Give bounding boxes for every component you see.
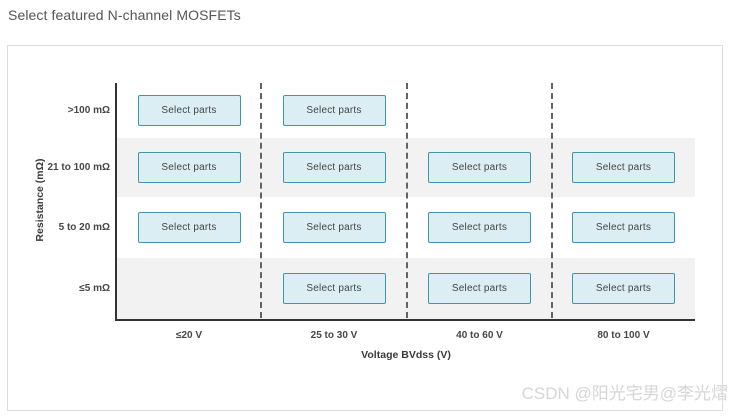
x-axis-title: Voltage BVdss (V)	[361, 349, 451, 361]
x-axis-line	[115, 319, 695, 321]
x-tick-label: 80 to 100 V	[597, 330, 650, 341]
select-parts-button[interactable]: Select parts	[282, 152, 386, 183]
page-title: Select featured N-channel MOSFETs	[8, 7, 241, 23]
y-tick-label: 5 to 20 mΩ	[58, 221, 110, 233]
watermark: CSDN @阳光宅男@李光熠	[521, 384, 728, 403]
select-parts-button[interactable]: Select parts	[428, 152, 531, 183]
select-parts-button[interactable]: Select parts	[282, 273, 386, 304]
select-parts-button[interactable]: Select parts	[137, 95, 241, 126]
select-parts-button[interactable]: Select parts	[282, 95, 386, 126]
select-parts-button[interactable]: Select parts	[572, 152, 675, 183]
y-tick-label: >100 mΩ	[67, 104, 110, 116]
x-tick-label: 25 to 30 V	[310, 330, 358, 341]
column-divider-line	[260, 83, 262, 318]
select-parts-button[interactable]: Select parts	[428, 273, 531, 304]
select-parts-button[interactable]: Select parts	[137, 152, 241, 183]
x-tick-label: ≤20 V	[175, 330, 203, 341]
x-tick-label: 40 to 60 V	[456, 330, 503, 341]
y-tick-label: 21 to 100 mΩ	[47, 161, 111, 173]
select-parts-button[interactable]: Select parts	[428, 212, 531, 243]
y-axis-line	[115, 83, 117, 321]
column-divider-line	[406, 83, 408, 318]
select-parts-button[interactable]: Select parts	[572, 273, 675, 304]
select-parts-button[interactable]: Select parts	[282, 212, 386, 243]
column-divider-line	[551, 83, 553, 318]
select-parts-button[interactable]: Select parts	[137, 212, 241, 243]
select-parts-button[interactable]: Select parts	[572, 212, 675, 243]
y-tick-label: ≤5 mΩ	[79, 282, 110, 294]
